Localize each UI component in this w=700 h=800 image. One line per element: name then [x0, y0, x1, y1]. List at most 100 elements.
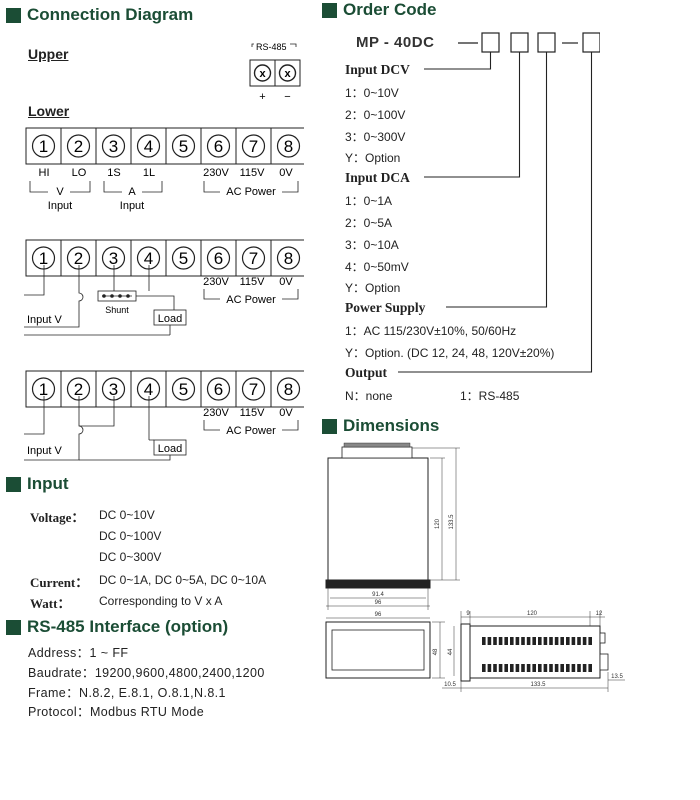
output-option-rs485: 1：RS-485	[460, 389, 520, 403]
terminal-screw	[31, 377, 56, 401]
svg-text:0V: 0V	[279, 276, 293, 288]
terminal-number: 4	[144, 249, 153, 268]
section-square-icon	[6, 7, 21, 23]
terminal-screw	[66, 246, 91, 270]
output-option-none: N：none	[345, 389, 393, 403]
terminal-screw	[171, 246, 196, 270]
voltage-value: DC 0~100V	[99, 529, 162, 543]
svg-text:133.5: 133.5	[449, 514, 455, 530]
terminal-screw	[171, 134, 196, 158]
svg-text:0V: 0V	[279, 167, 293, 179]
terminal-number: 7	[249, 380, 258, 399]
terminal-screw	[206, 134, 231, 158]
upper-label: Upper	[28, 46, 69, 62]
terminal-screw	[66, 134, 91, 158]
dca-option: 4：0~50mV	[345, 260, 409, 274]
load-label: Load	[158, 443, 182, 455]
dca-option: Y：Option	[345, 281, 401, 295]
terminal-screw	[206, 377, 231, 401]
terminal-number: 1	[39, 137, 48, 156]
svg-text:48: 48	[433, 648, 439, 655]
svg-text:230V: 230V	[203, 407, 229, 419]
terminal-screw	[66, 377, 91, 401]
vent-slots	[482, 637, 592, 672]
input-dca-title: Input DCA	[345, 170, 410, 185]
terminal-screw	[241, 134, 266, 158]
rs485-address: Address：1 ~ FF	[28, 646, 129, 660]
terminal-number: 5	[179, 380, 188, 399]
section-square-icon	[322, 418, 337, 434]
terminal-number: 3	[109, 380, 118, 399]
terminal-number: 7	[249, 137, 258, 156]
connection-diagram-title: Connection Diagram	[6, 5, 193, 25]
terminal-number: 8	[284, 137, 293, 156]
terminal-screw	[136, 134, 161, 158]
svg-text:115V: 115V	[240, 167, 266, 179]
svg-text:V: V	[56, 186, 64, 198]
terminal-number: 2	[74, 249, 83, 268]
terminal-number: 2	[74, 380, 83, 399]
svg-text:120: 120	[527, 611, 538, 617]
power-option: 1：AC 115/230V±10%, 50/60Hz	[345, 324, 517, 338]
dcv-option: Y：Option	[345, 151, 401, 165]
order-code-title: Order Code	[322, 0, 437, 20]
terminal-number: 2	[74, 137, 83, 156]
svg-text:A: A	[128, 186, 136, 198]
svg-text:0V: 0V	[279, 407, 293, 419]
rs485-protocol: Protocol：Modbus RTU Mode	[28, 705, 205, 719]
terminal-screw	[276, 246, 301, 270]
code-box-power	[537, 32, 556, 53]
dimensions-drawing: 120 133.5 91.4 96 96 48 44 9 120 12 133.…	[325, 442, 625, 692]
svg-text:HI: HI	[39, 167, 50, 179]
svg-text:LO: LO	[72, 167, 87, 179]
terminal-screw	[136, 246, 161, 270]
svg-text:120: 120	[435, 518, 441, 529]
svg-text:44: 44	[448, 648, 454, 655]
svg-text:13.5: 13.5	[611, 674, 623, 680]
section-square-icon	[322, 2, 337, 18]
svg-text:91.4: 91.4	[372, 592, 384, 598]
input-title: Input	[6, 474, 69, 494]
lower-label: Lower	[28, 103, 70, 119]
terminal-screw	[101, 377, 126, 401]
code-box-dca	[510, 32, 529, 53]
terminal-screw	[171, 377, 196, 401]
power-option: Y：Option. (DC 12, 24, 48, 120V±20%)	[345, 346, 555, 360]
rs485-label: RS-485	[256, 42, 287, 52]
svg-text:1S: 1S	[107, 167, 120, 179]
svg-text:96: 96	[375, 600, 382, 606]
dcv-option: 2：0~100V	[345, 108, 406, 122]
voltage-value: DC 0~300V	[99, 550, 162, 564]
svg-text:Input: Input	[48, 200, 72, 212]
terminal-screw	[241, 377, 266, 401]
dcv-option: 1：0~10V	[345, 86, 399, 100]
svg-text:115V: 115V	[240, 407, 266, 419]
terminal-number: 7	[249, 249, 258, 268]
load-label: Load	[158, 313, 182, 325]
terminal-number: 1	[39, 249, 48, 268]
svg-text:−: −	[284, 91, 290, 103]
svg-text:1L: 1L	[143, 167, 155, 179]
terminal-number: 3	[109, 137, 118, 156]
input-v-label: Input V	[27, 445, 63, 457]
svg-text:12: 12	[596, 611, 603, 617]
current-label: Current：	[30, 575, 89, 590]
rs485-screw-icon: x	[284, 68, 291, 80]
terminal-number: 6	[214, 137, 223, 156]
terminal-screw	[31, 134, 56, 158]
terminal-screw	[101, 246, 126, 270]
terminal-number: 8	[284, 249, 293, 268]
input-dcv-title: Input DCV	[345, 62, 410, 77]
rs485-screw-icon: x	[259, 68, 266, 80]
dca-option: 1：0~1A	[345, 194, 393, 208]
power-supply-title: Power Supply	[345, 300, 426, 315]
terminal-screw	[101, 134, 126, 158]
svg-text:AC Power: AC Power	[226, 294, 276, 306]
terminal-number: 4	[144, 137, 153, 156]
terminal-number: 5	[179, 249, 188, 268]
